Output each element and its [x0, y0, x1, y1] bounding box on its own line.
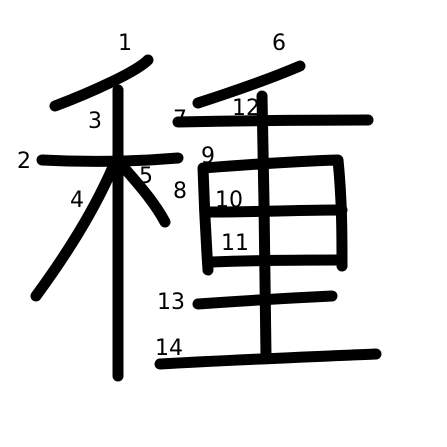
stroke-14 [154, 348, 382, 370]
stroke-8 [197, 162, 214, 276]
stroke-7 [172, 114, 374, 128]
stroke-number-8: 8 [173, 179, 187, 204]
stroke-number-3: 3 [88, 109, 102, 134]
stroke-13 [192, 290, 338, 310]
stroke-10 [202, 204, 348, 218]
stroke-number-9: 9 [201, 144, 215, 169]
stroke-1 [49, 54, 154, 112]
stroke-11 [206, 254, 348, 268]
stroke-9 [198, 154, 348, 272]
stroke-6 [192, 60, 306, 109]
stroke-5 [120, 164, 171, 228]
stroke-number-6: 6 [272, 31, 286, 56]
stroke-number-10: 10 [215, 188, 243, 213]
stroke-2 [36, 152, 184, 167]
stroke-number-13: 13 [157, 290, 185, 315]
stroke-number-7: 7 [173, 107, 187, 132]
stroke-number-12: 12 [232, 96, 260, 121]
stroke-number-11: 11 [221, 231, 249, 256]
stroke-number-2: 2 [17, 149, 31, 174]
stroke-number-4: 4 [70, 188, 84, 213]
stroke-number-5: 5 [139, 164, 153, 189]
stroke-12 [256, 90, 272, 362]
stroke-number-1: 1 [118, 31, 132, 56]
stroke-4 [30, 154, 122, 302]
stroke-number-14: 14 [155, 336, 183, 361]
